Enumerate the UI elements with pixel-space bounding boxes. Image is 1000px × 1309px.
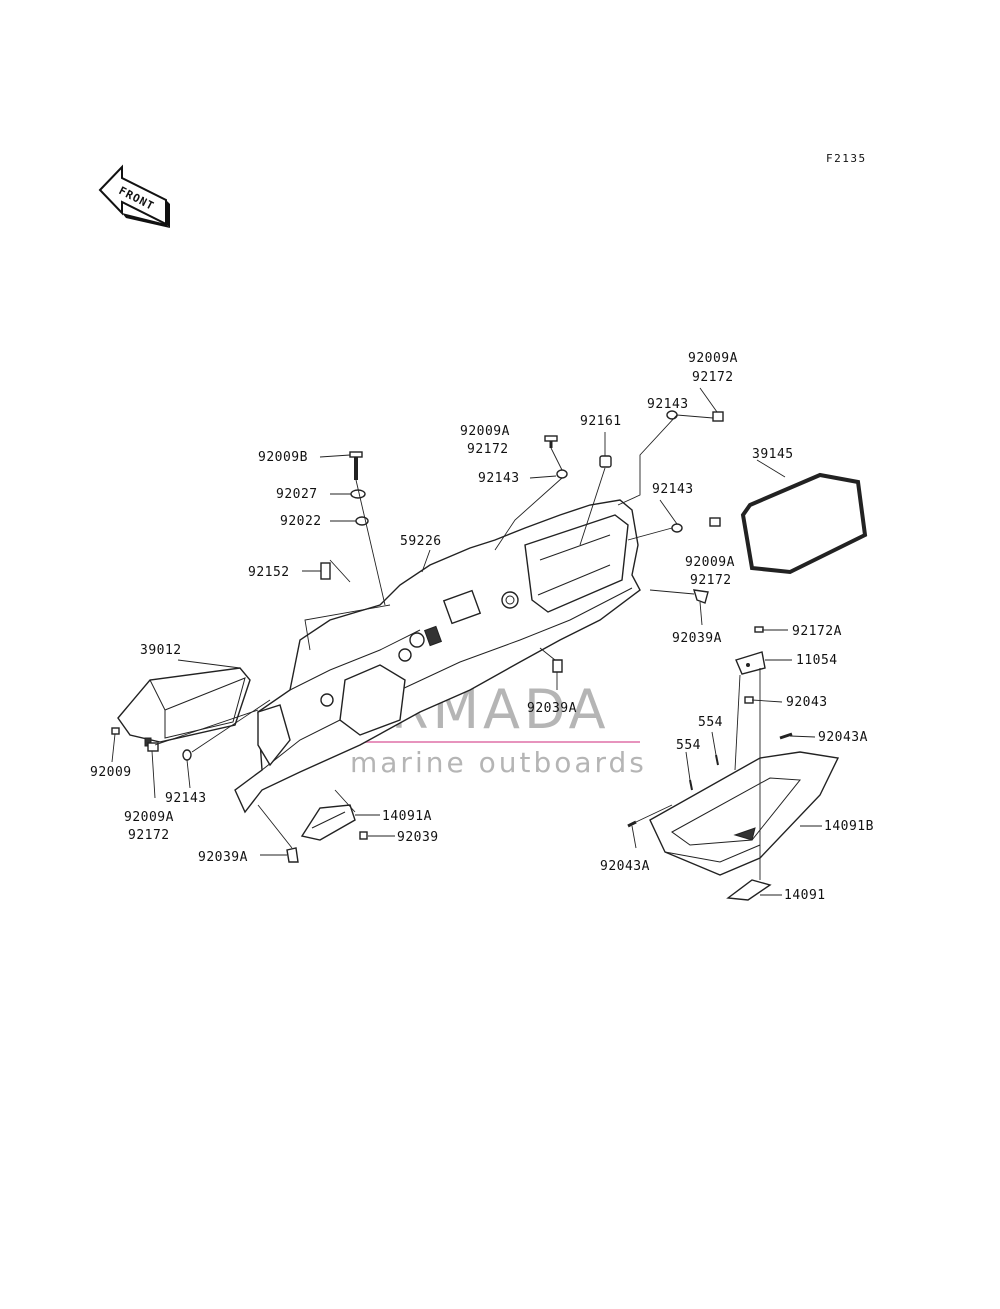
- label-92009a-top-mid: 92009A: [460, 424, 510, 439]
- front-arrow-icon: FRONT: [98, 164, 170, 228]
- label-92027: 92027: [276, 487, 318, 502]
- label-92143-left: 92143: [165, 791, 207, 806]
- label-92043a-right: 92043A: [818, 730, 868, 745]
- label-92043a-bottom: 92043A: [600, 859, 650, 874]
- label-92172-left: 92172: [128, 828, 170, 843]
- label-92009a-left: 92009A: [124, 810, 174, 825]
- label-92172-top-mid: 92172: [467, 442, 509, 457]
- label-92009a-mid-right: 92009A: [685, 555, 735, 570]
- label-14091a: 14091A: [382, 809, 432, 824]
- watermark-tagline: marine outboards: [350, 746, 647, 779]
- dash-panel-59226: [234, 499, 641, 814]
- label-92152: 92152: [248, 565, 290, 580]
- label-92022: 92022: [280, 514, 322, 529]
- tray-14091b: [649, 751, 840, 901]
- cover-14091a: [300, 804, 356, 841]
- label-92009b: 92009B: [258, 450, 308, 465]
- label-39145: 39145: [752, 447, 794, 462]
- label-92143-right: 92143: [652, 482, 694, 497]
- label-14091b: 14091B: [824, 819, 874, 834]
- label-92009: 92009: [90, 765, 132, 780]
- label-92143-top-right: 92143: [647, 397, 689, 412]
- label-11054: 11054: [796, 653, 838, 668]
- label-92039a-right: 92039A: [672, 631, 722, 646]
- label-92172-mid-right: 92172: [690, 573, 732, 588]
- figure-code: F2135: [826, 152, 867, 165]
- label-92039: 92039: [397, 830, 439, 845]
- label-554-lower: 554: [676, 738, 701, 753]
- label-59226: 59226: [400, 534, 442, 549]
- label-92161: 92161: [580, 414, 622, 429]
- label-92172-top-right: 92172: [692, 370, 734, 385]
- leader-lines: [111, 387, 822, 896]
- label-92043: 92043: [786, 695, 828, 710]
- part-labels: 92009A 92172 92143 92161 92009A 92172 39…: [90, 351, 874, 903]
- label-14091: 14091: [784, 888, 826, 903]
- label-92143-mid: 92143: [478, 471, 520, 486]
- label-39012: 39012: [140, 643, 182, 658]
- label-92039a-bottom: 92039A: [198, 850, 248, 865]
- bracket-11054: [735, 651, 766, 675]
- label-92009a-top-right: 92009A: [688, 351, 738, 366]
- label-554-upper: 554: [698, 715, 723, 730]
- seal-39145: [740, 472, 868, 575]
- label-92172a: 92172A: [792, 624, 842, 639]
- glove-box-39012: [117, 667, 251, 747]
- label-92039a-mid: 92039A: [527, 701, 577, 716]
